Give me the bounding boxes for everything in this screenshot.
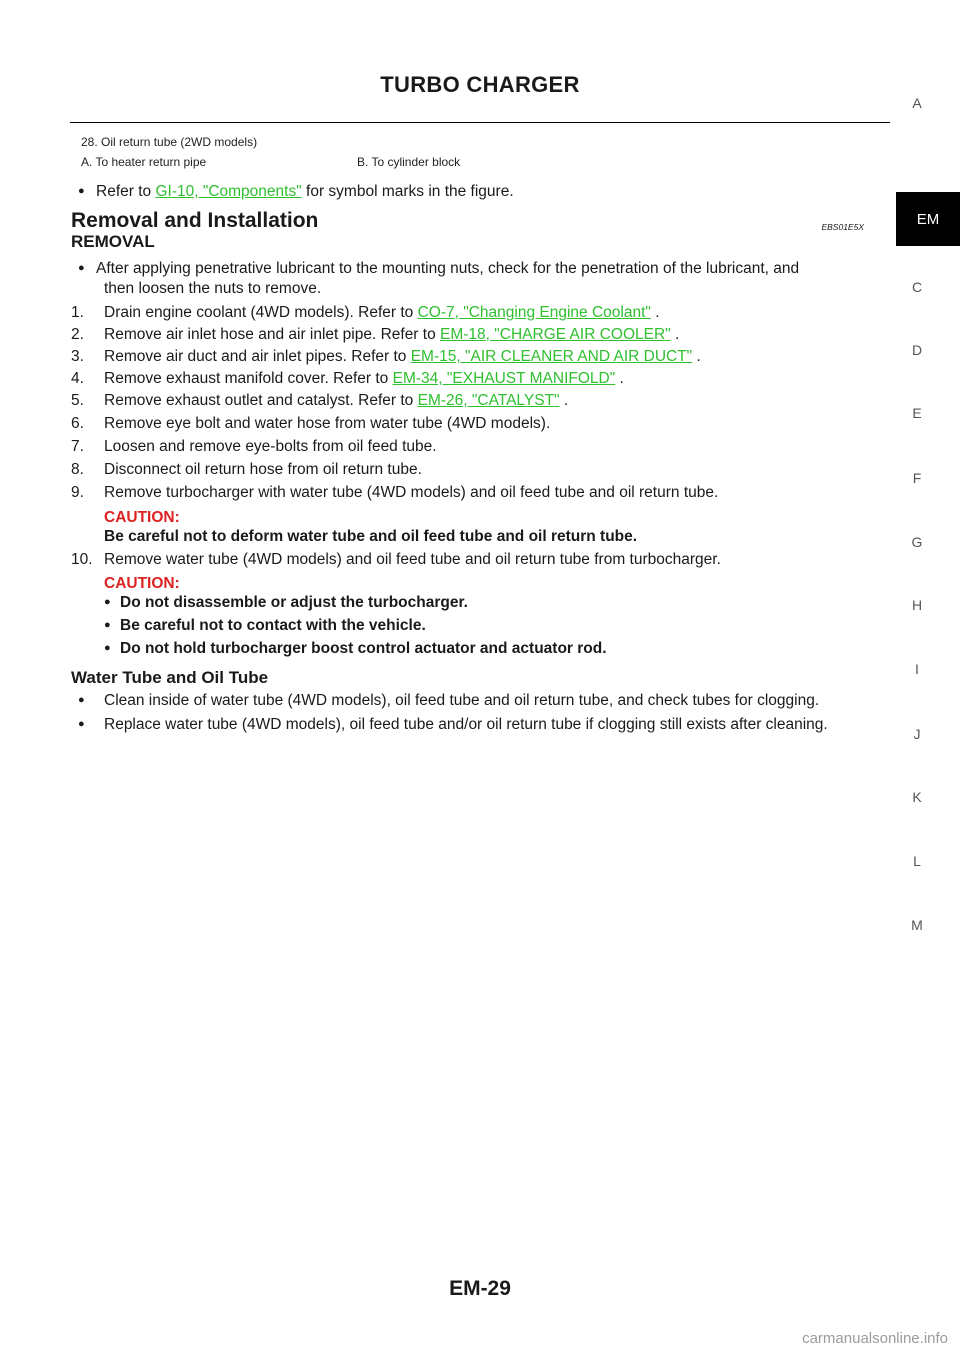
- caution-item: ●Be careful not to contact with the vehi…: [104, 617, 426, 634]
- watermark: carmanualsonline.info: [802, 1330, 948, 1347]
- side-index-em-tab[interactable]: EM: [896, 192, 960, 246]
- bullet-icon: ●: [104, 596, 111, 608]
- legend-item-a: A. To heater return pipe: [81, 155, 207, 169]
- caution-label: CAUTION:: [104, 509, 180, 526]
- step-1: 1.Drain engine coolant (4WD models). Ref…: [71, 304, 660, 321]
- side-index-j[interactable]: J: [913, 726, 921, 742]
- step-6: 6.Remove eye bolt and water hose from wa…: [71, 415, 551, 432]
- step-3: 3.Remove air duct and air inlet pipes. R…: [71, 348, 701, 365]
- header-rule: [70, 122, 890, 123]
- bullet-icon: ●: [104, 619, 111, 631]
- bullet-icon: ●: [78, 694, 85, 706]
- bullet-icon: ●: [78, 718, 85, 730]
- removal-heading: REMOVAL: [71, 232, 155, 251]
- legend-item-28: 28. Oil return tube (2WD models): [81, 135, 258, 149]
- side-index-g[interactable]: G: [911, 534, 923, 550]
- step-9: 9.Remove turbocharger with water tube (4…: [71, 484, 719, 501]
- side-index-c[interactable]: C: [911, 279, 923, 295]
- page-number: EM-29: [449, 1277, 511, 1300]
- step-7: 7.Loosen and remove eye-bolts from oil f…: [71, 438, 437, 455]
- caution-item: ●Do not hold turbocharger boost control …: [104, 640, 607, 657]
- side-index-l[interactable]: L: [913, 853, 921, 869]
- intro-line-2: then loosen the nuts to remove.: [104, 280, 322, 297]
- intro-line-1: After applying penetrative lubricant to …: [96, 260, 800, 277]
- side-index-a[interactable]: A: [912, 95, 922, 111]
- side-index-d[interactable]: D: [911, 342, 923, 358]
- side-index-m[interactable]: M: [911, 917, 923, 933]
- side-index-h[interactable]: H: [911, 597, 923, 613]
- caution-text: Be careful not to deform water tube and …: [104, 528, 638, 545]
- link-gi-10-components[interactable]: GI-10, "Components": [155, 183, 302, 200]
- link-em-26-catalyst[interactable]: EM-26, "CATALYST": [417, 392, 560, 409]
- step-8: 8.Disconnect oil return hose from oil re…: [71, 461, 422, 478]
- intro-paragraph: ● After applying penetrative lubricant to…: [78, 258, 892, 299]
- page-title: TURBO CHARGER: [380, 72, 580, 97]
- list-item: ●Clean inside of water tube (4WD models)…: [78, 692, 820, 709]
- side-index-f[interactable]: F: [912, 470, 922, 486]
- step-5: 5.Remove exhaust outlet and catalyst. Re…: [71, 392, 569, 409]
- link-em-18-charge-air-cooler[interactable]: EM-18, "CHARGE AIR COOLER": [440, 326, 671, 343]
- step-10: 10.Remove water tube (4WD models) and oi…: [71, 551, 721, 568]
- side-index-k[interactable]: K: [912, 789, 922, 805]
- step-2: 2.Remove air inlet hose and air inlet pi…: [71, 326, 680, 343]
- section-code: EBS01E5X: [821, 222, 864, 232]
- caution-item: ●Do not disassemble or adjust the turboc…: [104, 594, 468, 611]
- link-em-15-air-cleaner-and-air-duct[interactable]: EM-15, "AIR CLEANER AND AIR DUCT": [410, 348, 693, 365]
- bullet-icon: ●: [104, 642, 111, 654]
- refer-line: ● Refer to GI-10, "Components" for symbol…: [78, 183, 514, 201]
- water-tube-heading: Water Tube and Oil Tube: [71, 668, 269, 687]
- refer-prefix: Refer to: [96, 183, 156, 200]
- section-title: Removal and Installation: [71, 209, 319, 232]
- side-index-e[interactable]: E: [912, 405, 922, 421]
- legend-item-b: B. To cylinder block: [357, 155, 461, 169]
- list-item: ●Replace water tube (4WD models), oil fe…: [78, 716, 828, 733]
- side-index-i[interactable]: I: [915, 661, 919, 677]
- link-em-34-exhaust-manifold[interactable]: EM-34, "EXHAUST MANIFOLD": [392, 370, 616, 387]
- link-co-7-changing-engine-coolant[interactable]: CO-7, "Changing Engine Coolant": [417, 304, 651, 321]
- caution-label: CAUTION:: [104, 575, 180, 592]
- bullet-icon: ●: [78, 262, 85, 274]
- bullet-icon: ●: [78, 185, 85, 197]
- step-4: 4.Remove exhaust manifold cover. Refer t…: [71, 370, 624, 387]
- refer-suffix: for symbol marks in the figure.: [301, 183, 514, 200]
